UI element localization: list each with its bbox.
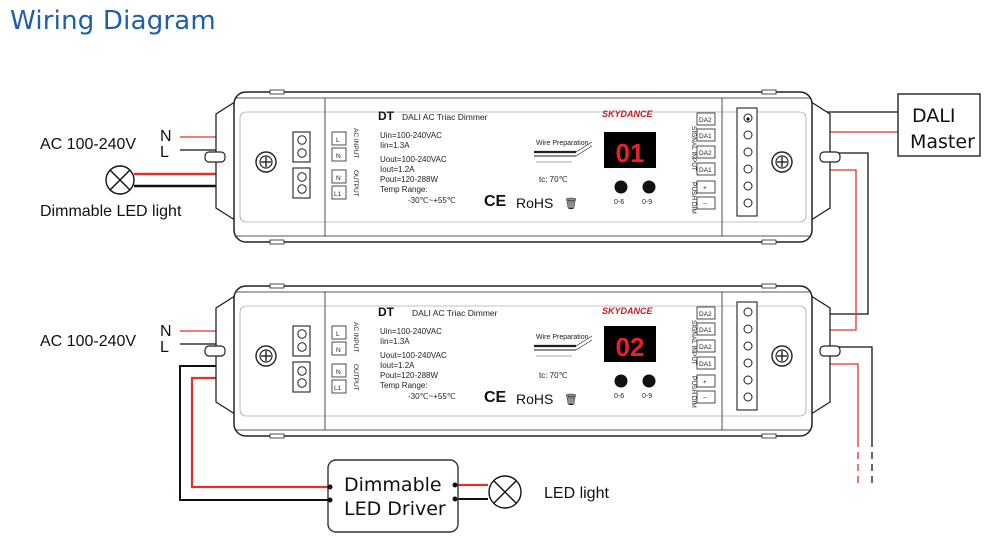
- unit-input-side: AC INPUT: [352, 322, 359, 352]
- unit-da1-2: DA1: [699, 361, 712, 368]
- unit-wire-prep: Wire Preparation: [536, 140, 589, 147]
- unit-rohs-mark: RoHS: [516, 391, 553, 407]
- unit-uout: Uout=100-240VAC: [380, 351, 447, 360]
- unit-display: 01: [616, 138, 645, 168]
- unit-output-side: OUTPUT: [352, 364, 359, 391]
- unit-knob-left-label: 0-6: [614, 393, 624, 400]
- unit-knob-left-label: 0-6: [614, 199, 624, 206]
- unit-da2-2: DA2: [699, 150, 712, 157]
- unit-name: DALI AC Triac Dimmer: [412, 308, 498, 318]
- unit-input-side: AC INPUT: [352, 128, 359, 158]
- unit-da2-1: DA2: [699, 117, 712, 124]
- n-label-bottom: N: [160, 323, 172, 340]
- unit-push-dim-label: PUSH DIM: [690, 376, 697, 408]
- unit-bin-icon: 🗑: [564, 393, 578, 406]
- led-driver-line1: Dimmable: [344, 474, 442, 496]
- diagram-title: Wiring Diagram: [10, 6, 216, 36]
- dimmer-unit-bottom: DT DALI AC Triac Dimmer SKYDANCE Uin=100…: [203, 282, 842, 440]
- unit-temp-label: Temp Range:: [380, 185, 428, 194]
- unit-name: DALI AC Triac Dimmer: [402, 112, 488, 122]
- unit-temp-label: Temp Range:: [380, 381, 428, 390]
- unit-knob-right-label: 0-9: [642, 199, 652, 206]
- unit-push-minus: −: [703, 395, 707, 402]
- unit-term-n: N: [336, 153, 341, 160]
- dimmable-led-light-label: Dimmable LED light: [40, 203, 182, 220]
- led-driver-box: [327, 459, 459, 533]
- unit-ce-mark: CE: [484, 389, 507, 406]
- unit-brand: SKYDANCE: [602, 306, 654, 316]
- lamp-icon-output: [488, 475, 522, 509]
- ac-voltage-label-top: AC 100-240V: [40, 136, 136, 153]
- unit-iout: Iout=1.2A: [380, 165, 415, 174]
- unit-term-out-l1: L1: [334, 191, 342, 198]
- dali-master-line2: Master: [910, 131, 975, 153]
- unit-da1-1: DA1: [699, 327, 712, 334]
- n-label-top: N: [160, 128, 172, 145]
- unit-iout: Iout=1.2A: [380, 361, 415, 370]
- unit-push-plus: +: [703, 185, 707, 192]
- l-label-bottom: L: [160, 339, 169, 356]
- unit-wire-prep: Wire Preparation: [536, 334, 589, 341]
- dimmer-unit-top: DT DALI AC Triac Dimmer SKYDANCE Uin=100…: [203, 88, 842, 246]
- unit-brand: SKYDANCE: [602, 109, 654, 119]
- unit-rohs-mark: RoHS: [516, 195, 553, 211]
- unit-display: 02: [616, 332, 645, 362]
- ac-voltage-label-bottom: AC 100-240V: [40, 333, 136, 350]
- unit-signal-input-label: SIGNAL INPUT: [690, 320, 697, 365]
- dali-master-line1: DALI: [912, 105, 955, 127]
- unit-model: DT: [378, 109, 395, 123]
- unit-model: DT: [378, 305, 395, 319]
- unit-push-minus: −: [703, 201, 707, 208]
- unit-da2-2: DA2: [699, 344, 712, 351]
- unit-da2-1: DA2: [699, 311, 712, 318]
- unit-output-side: OUTPUT: [352, 170, 359, 197]
- unit-knob-right-label: 0-9: [642, 393, 652, 400]
- unit-iin: Iin=1.3A: [380, 141, 410, 150]
- unit-bin-icon: 🗑: [564, 197, 578, 210]
- unit-uout: Uout=100-240VAC: [380, 155, 447, 164]
- unit-pout: Pout=120-288W: [380, 175, 438, 184]
- unit-da1-2: DA1: [699, 167, 712, 174]
- unit-term-n: N: [336, 347, 341, 354]
- unit-signal-input-label: SIGNAL INPUT: [690, 126, 697, 171]
- unit-ce-mark: CE: [484, 193, 507, 210]
- unit-uin: Uin=100-240VAC: [380, 131, 442, 140]
- unit-push-plus: +: [703, 379, 707, 386]
- unit-temp-range: -30℃~+55℃: [408, 196, 456, 205]
- l-label-top: L: [160, 144, 169, 161]
- unit-tc: tc: 70℃: [539, 175, 568, 184]
- unit-term-out-n: N: [336, 369, 341, 376]
- lamp-icon: [105, 165, 135, 195]
- unit-term-out-l1: L1: [334, 385, 342, 392]
- led-light-label: LED light: [544, 485, 609, 502]
- unit-temp-range: -30℃~+55℃: [408, 392, 456, 401]
- terminal-junction-dots: [746, 117, 750, 121]
- unit-uin: Uin=100-240VAC: [380, 327, 442, 336]
- unit-term-l: L: [336, 137, 340, 144]
- unit-iin: Iin=1.3A: [380, 337, 410, 346]
- driver-terminal-dots: [327, 482, 458, 503]
- unit-tc: tc: 70℃: [539, 371, 568, 380]
- unit-push-dim-label: PUSH DIM: [690, 182, 697, 214]
- unit-da1-1: DA1: [699, 133, 712, 140]
- led-driver-line2: LED Driver: [344, 498, 446, 520]
- unit-pout: Pout=120-288W: [380, 371, 438, 380]
- unit-term-l: L: [336, 331, 340, 338]
- dali-master-box: [897, 93, 981, 157]
- unit-term-out-n: N: [336, 175, 341, 182]
